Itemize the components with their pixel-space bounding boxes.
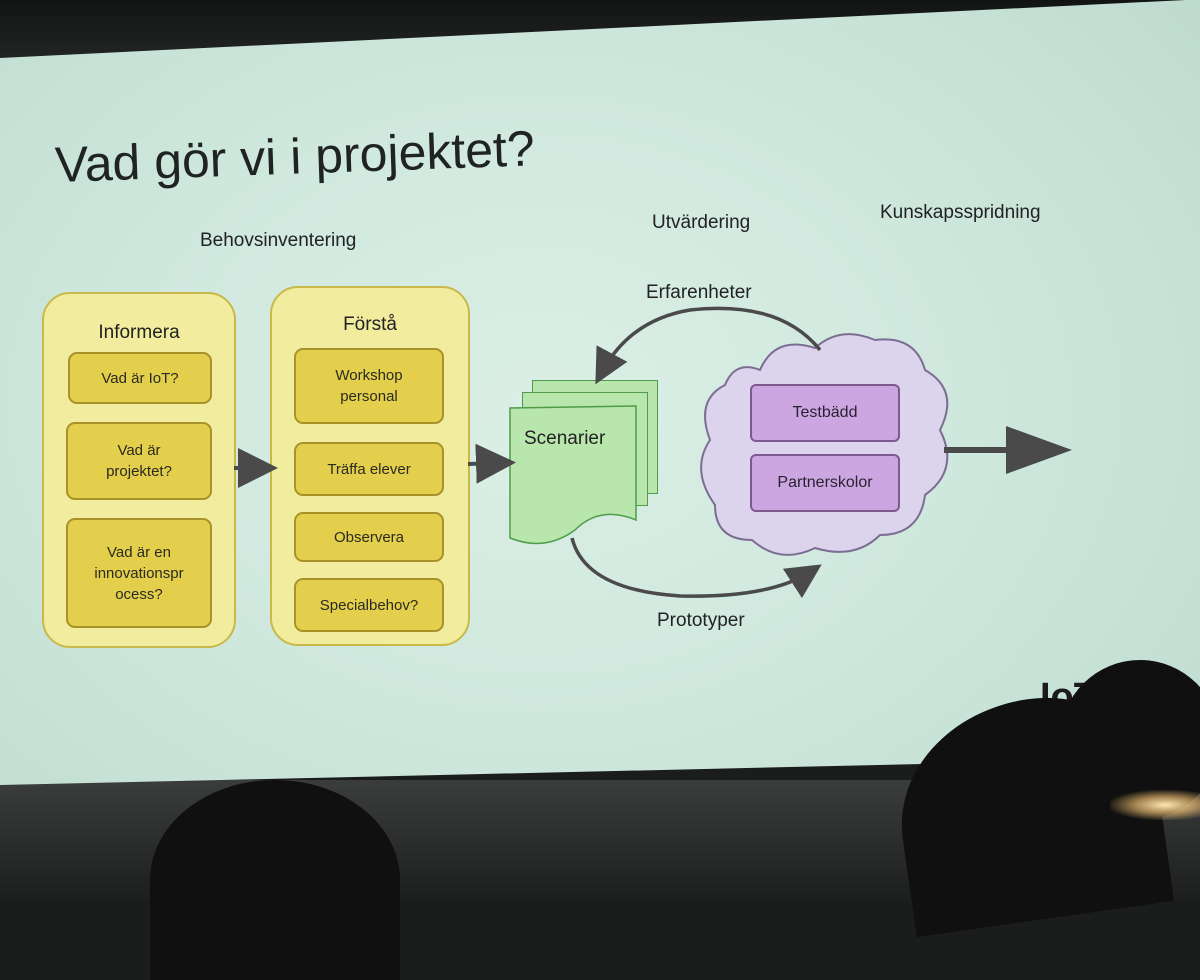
light-glare <box>1110 790 1200 820</box>
arrow-forsta-to-scenarier <box>467 443 516 484</box>
label-erfarenheter: Erfarenheter <box>646 282 752 303</box>
cloud-item-testbadd: Testbädd <box>750 384 900 442</box>
arrow-output-head <box>1006 426 1072 474</box>
item-vad-ar-projektet: Vad är projektet? <box>66 422 212 500</box>
cloud-item-partnerskolor: Partnerskolor <box>750 454 900 512</box>
label-utvardering: Utvärdering <box>652 212 751 233</box>
arrow-prototyper <box>570 537 822 599</box>
label-prototyper: Prototyper <box>657 610 745 631</box>
arrow-erfarenheter <box>595 306 822 385</box>
cloud-shape <box>700 333 949 556</box>
item-observera: Observera <box>294 512 444 562</box>
label-behovsinventering: Behovsinventering <box>200 230 357 251</box>
item-specialbehov: Specialbehov? <box>294 578 444 632</box>
item-traffa-elever: Träffa elever <box>294 442 444 496</box>
panel-forsta-header: Förstå <box>343 314 397 335</box>
label-kunskapsspridning: Kunskapsspridning <box>880 202 1041 223</box>
panel-informera-header: Informera <box>98 322 180 343</box>
item-vad-ar-innovationsprocess: Vad är en innovationspr ocess? <box>66 518 212 628</box>
item-vad-ar-iot: Vad är IoT? <box>68 352 212 404</box>
audience-head-left <box>150 780 400 980</box>
item-workshop-personal: Workshop personal <box>294 348 444 424</box>
scenarier-label: Scenarier <box>524 428 606 449</box>
panel-forsta: Förstå Workshop personal Träffa elever O… <box>270 286 470 646</box>
